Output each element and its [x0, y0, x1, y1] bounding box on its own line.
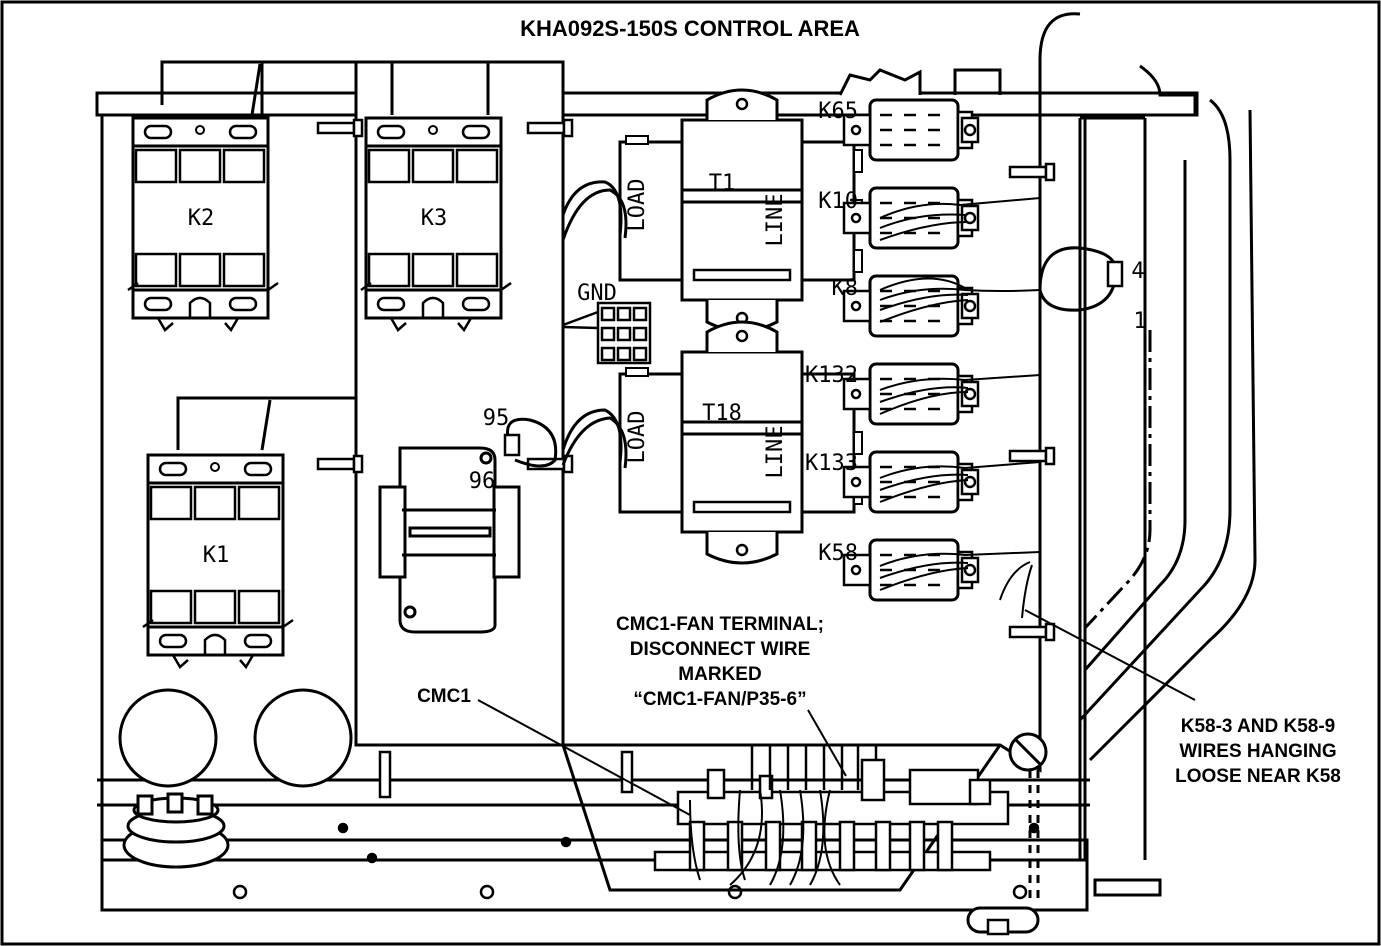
- relay-k10-label: K10: [818, 189, 858, 214]
- relay-k132-label: K132: [805, 363, 858, 388]
- terminal-4-loop: [1038, 246, 1118, 312]
- contactor-k2-label: K2: [188, 206, 215, 231]
- fan-terminal-line-4: “CMC1-FAN/P35-6”: [633, 689, 806, 710]
- cmc1-board: [561, 744, 1010, 892]
- transformer-t18: T18 LOAD LINE: [618, 320, 864, 565]
- relay-k58: K58: [818, 538, 980, 602]
- relay-k65-label: K65: [818, 99, 858, 124]
- cmc1-board-wires: [689, 789, 841, 886]
- relay-k133-label: K133: [805, 451, 858, 476]
- contactor-k1: K1: [141, 453, 295, 669]
- contactor-wiring: [160, 60, 563, 451]
- knockout-left: [118, 688, 218, 788]
- transformer-t1-line: LINE: [763, 194, 788, 247]
- relay-column: K65 K10 K8 K132 K133 K58: [805, 98, 980, 602]
- k58-wires-callout: K58-3 AND K58-9 WIRES HANGING LOOSE NEAR…: [1175, 716, 1341, 787]
- terminal-96-label: 96: [469, 469, 496, 494]
- terminal-4-connector: [1106, 260, 1124, 288]
- contactor-k1-label: K1: [203, 543, 230, 568]
- transformer-t18-label: T18: [702, 401, 742, 426]
- relay-k132: K132: [805, 362, 980, 426]
- relay-k65: K65: [818, 98, 980, 162]
- fan-terminal-line-2: DISCONNECT WIRE: [630, 639, 811, 660]
- mounting-screws: [316, 118, 1056, 799]
- rail-holes: [232, 809, 1040, 900]
- terminal-95-96-connector: [503, 433, 521, 457]
- terminal-95-label: 95: [483, 406, 510, 431]
- transformer-t1: T1 LOAD LINE: [618, 88, 864, 333]
- relay-k8: K8: [832, 274, 980, 338]
- fan-hub: [122, 792, 230, 869]
- gnd-terminal-block: [562, 301, 652, 365]
- terminal-4-label: 4: [1131, 259, 1144, 284]
- fan-terminal-callout: CMC1-FAN TERMINAL; DISCONNECT WIRE MARKE…: [616, 614, 824, 710]
- fan-terminal-line-3: MARKED: [678, 664, 761, 685]
- transformer-t18-line: LINE: [763, 426, 788, 479]
- k58-callout-line-1: K58-3 AND K58-9: [1181, 716, 1336, 737]
- relay-k10: K10: [818, 186, 980, 250]
- pipe-fitting: [1093, 878, 1162, 897]
- k58-callout-line-3: LOOSE NEAR K58: [1175, 766, 1341, 787]
- conduit-dashed: [1028, 770, 1040, 900]
- transformer-t1-load: LOAD: [625, 179, 650, 232]
- callout-leaders: [477, 609, 1196, 816]
- relay-k8-label: K8: [832, 276, 859, 301]
- knockout-right: [253, 688, 353, 788]
- diagram-title: KHA092S-150S CONTROL AREA: [520, 16, 860, 41]
- contactor-k2: K2: [126, 116, 280, 332]
- terminal-1-label: 1: [1133, 309, 1146, 334]
- transformer-t18-load: LOAD: [625, 411, 650, 464]
- contactor-k3: K3: [359, 116, 513, 332]
- cmc1-callout: CMC1: [417, 686, 471, 707]
- contactor-k3-label: K3: [421, 206, 448, 231]
- fan-terminal-line-1: CMC1-FAN TERMINAL;: [616, 614, 824, 635]
- gnd-label: GND: [577, 281, 617, 306]
- cmc1-module: [378, 446, 521, 634]
- relay-k133: K133: [805, 450, 980, 514]
- transformer-t1-label: T1: [709, 171, 736, 196]
- k58-callout-line-2: WIRES HANGING: [1179, 741, 1336, 762]
- relay-wires: [879, 197, 1041, 619]
- relay-k58-label: K58: [818, 541, 858, 566]
- transformer-wires: [506, 180, 628, 469]
